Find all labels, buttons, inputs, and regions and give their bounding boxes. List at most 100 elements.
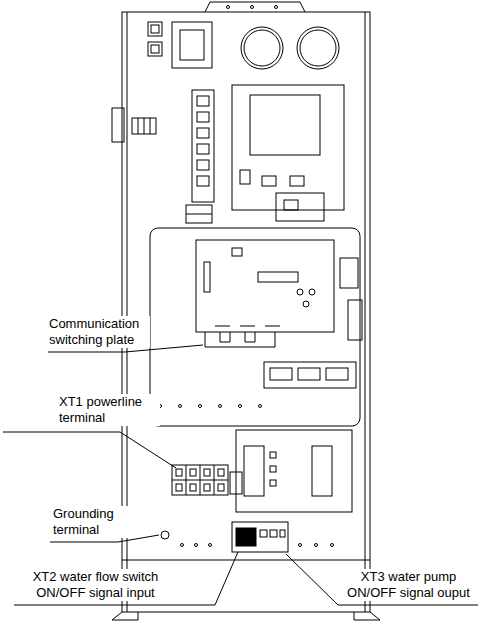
drawing-part (236, 528, 256, 546)
drawing-part (297, 289, 303, 295)
drawing-part (132, 118, 156, 134)
drawing-part (197, 128, 209, 138)
drawing-part (179, 405, 182, 408)
drawing-part (348, 300, 362, 340)
drawing-part (230, 472, 242, 494)
drawing-part (112, 612, 138, 620)
drawing-part (262, 176, 276, 186)
drawing-part (148, 42, 162, 56)
drawing-part (205, 2, 305, 12)
drawing-part (195, 544, 198, 547)
drawing-part (276, 193, 324, 221)
drawing-part (186, 205, 212, 223)
drawing-part (280, 530, 285, 537)
drawing-part (340, 258, 358, 288)
drawing-part (197, 112, 209, 122)
drawing-part (148, 22, 162, 36)
drawing-part (299, 544, 302, 547)
drawing-part (297, 27, 339, 69)
drawing-part (176, 469, 182, 476)
drawing-part (205, 332, 275, 347)
callout-label: Grounding terminal (52, 506, 139, 538)
drawing-part (284, 200, 298, 210)
drawing-part (298, 368, 320, 380)
drawing-part (331, 544, 334, 547)
drawing-part (270, 452, 276, 458)
drawing-part (326, 368, 348, 380)
drawing-part (240, 326, 255, 327)
drawing-part (209, 544, 212, 547)
drawing-part (250, 95, 320, 155)
drawing-part (239, 405, 242, 408)
drawing-part (197, 144, 209, 154)
drawing-part (190, 484, 196, 491)
drawing-part (270, 466, 276, 472)
drawing-part (303, 301, 309, 307)
drawing-part (204, 469, 210, 476)
drawing-part (227, 6, 230, 9)
drawing-part (3, 432, 176, 468)
drawing-part (232, 522, 288, 552)
drawing-part (180, 30, 204, 60)
drawing-part (244, 446, 264, 496)
drawing-part (138, 118, 139, 134)
drawing-part (275, 6, 278, 9)
drawing-part (236, 430, 352, 512)
drawing-part (190, 469, 196, 476)
drawing-part (309, 289, 315, 295)
drawing-part (197, 96, 209, 106)
drawing-part (112, 108, 124, 142)
drawing-part (365, 12, 366, 612)
drawing-part (232, 85, 344, 210)
drawing-part (172, 22, 212, 68)
drawing-part (241, 27, 283, 69)
drawing-part (204, 484, 210, 491)
drawing-part (270, 368, 292, 380)
drawing-part (218, 484, 224, 491)
callout-label: XT1 powerline terminal (58, 394, 160, 426)
drawing-part (176, 484, 182, 491)
callout-label: XT2 water flow switch ON/OFF signal inpu… (12, 569, 179, 601)
drawing-part (251, 6, 254, 9)
drawing-part (215, 326, 230, 327)
drawing-part (199, 405, 202, 408)
drawing-part (354, 612, 380, 620)
drawing-part (197, 176, 209, 186)
drawing-part (196, 240, 334, 332)
drawing-part (232, 248, 242, 256)
drawing-part (264, 362, 356, 388)
drawing-part (270, 530, 277, 537)
drawing-part (186, 214, 212, 215)
drawing-part (258, 272, 298, 282)
drawing-part (300, 30, 336, 66)
drawing-part (150, 118, 151, 134)
drawing-part (214, 465, 215, 495)
callout-label: XT3 water pump ON/OFF signal ouput (340, 569, 477, 601)
drawing-part (161, 531, 169, 539)
drawing-part (197, 160, 209, 170)
drawing-part (151, 45, 159, 53)
drawing-part (244, 30, 280, 66)
callout-label: Communication switching plate (48, 316, 150, 348)
drawing-part (265, 326, 280, 327)
drawing-part (186, 465, 187, 495)
drawing-part (245, 332, 255, 342)
drawing-part (3, 345, 478, 605)
drawing-part (290, 176, 304, 186)
drawing-part (218, 469, 224, 476)
drawing-part (312, 446, 332, 496)
drawing-part (192, 90, 214, 202)
drawing-part (144, 118, 145, 134)
drawing-part (219, 405, 222, 408)
drawing-part (181, 544, 184, 547)
drawing-part (204, 262, 210, 292)
drawing-part (220, 332, 230, 342)
drawing-part (200, 465, 201, 495)
drawing-part (259, 405, 262, 408)
drawing-part (172, 465, 228, 495)
drawing-part (240, 170, 250, 184)
drawing-part (112, 2, 380, 620)
drawing-part (286, 554, 478, 605)
drawing-part (260, 530, 267, 537)
